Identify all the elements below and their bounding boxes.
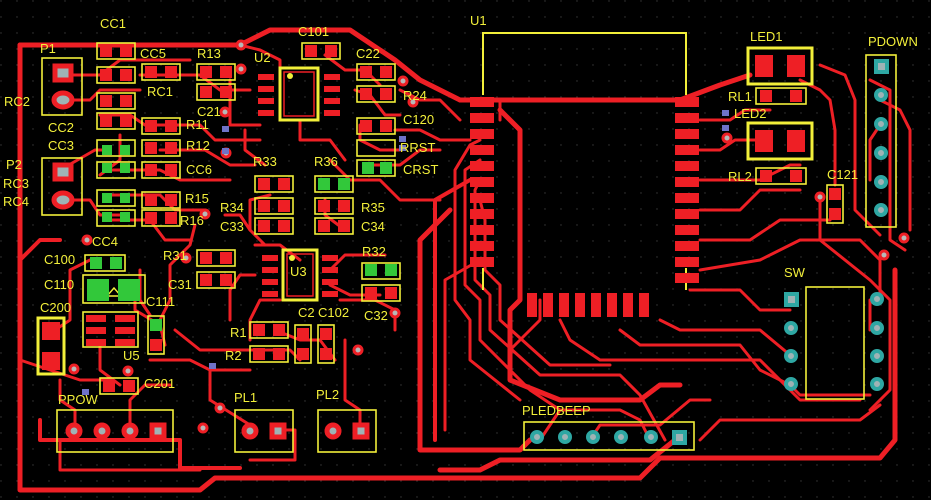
- blue-via-marks: [82, 110, 729, 395]
- label-pdown: PDOWN: [868, 34, 918, 49]
- green-pads: [87, 145, 397, 331]
- label-r34: R34: [220, 200, 244, 215]
- label-c32: C32: [364, 308, 388, 323]
- ic-bodies: [283, 71, 315, 297]
- label-c200: C200: [40, 300, 71, 315]
- label-c31: C31: [168, 277, 192, 292]
- label-p2: P2: [6, 157, 22, 172]
- label-rc2: RC2: [4, 94, 30, 109]
- label-c34: C34: [361, 219, 385, 234]
- label-c100: C100: [44, 252, 75, 267]
- label-cc4: CC4: [92, 234, 118, 249]
- label-rl2: RL2: [728, 169, 752, 184]
- highlight-outlines: [36, 46, 814, 376]
- label-c33: C33: [220, 219, 244, 234]
- label-p1: P1: [40, 41, 56, 56]
- label-rrst: RRST: [400, 140, 435, 155]
- label-cc3: CC3: [48, 138, 74, 153]
- label-c21: C21: [197, 104, 221, 119]
- label-u5: U5: [123, 348, 140, 363]
- label-r11: R11: [186, 117, 209, 132]
- label-r15: R15: [185, 191, 209, 206]
- label-pl1: PL1: [234, 390, 257, 405]
- label-c102: C102: [318, 305, 349, 320]
- label-r24: R24: [403, 88, 427, 103]
- label-u1: U1: [470, 13, 487, 28]
- copper-traces: [17, 27, 912, 493]
- label-u2: U2: [254, 50, 271, 65]
- label-c22: C22: [356, 46, 380, 61]
- label-u3: U3: [290, 264, 307, 279]
- u3-pin1-marker: [289, 255, 295, 261]
- label-r12: R12: [186, 138, 210, 153]
- label-rc4: RC4: [3, 194, 29, 209]
- label-r36: R36: [314, 154, 338, 169]
- label-c101: C101: [298, 24, 329, 39]
- label-crst: CRST: [403, 162, 438, 177]
- label-r1: R1: [230, 325, 247, 340]
- label-r31: R31: [163, 248, 187, 263]
- label-ppow: PPOW: [58, 392, 98, 407]
- label-r13: R13: [197, 46, 221, 61]
- label-c111: C111: [146, 294, 175, 309]
- label-pl2: PL2: [316, 387, 339, 402]
- label-c2: C2: [298, 305, 315, 320]
- label-c120: C120: [403, 112, 434, 127]
- label-rc1: RC1: [147, 84, 173, 99]
- label-led1: LED1: [750, 29, 783, 44]
- label-cc6: CC6: [186, 162, 212, 177]
- label-c110: C110: [44, 277, 74, 292]
- label-c121: C121: [827, 167, 858, 182]
- label-r2: R2: [225, 348, 242, 363]
- label-r16: R16: [180, 213, 204, 228]
- label-led2: LED2: [734, 106, 767, 121]
- smd-pads: [42, 45, 841, 392]
- label-cc5: CC5: [140, 46, 166, 61]
- label-cc1: CC1: [100, 16, 126, 31]
- label-rl1: RL1: [728, 89, 752, 104]
- label-c201: C201: [144, 376, 175, 391]
- u1-module: [470, 32, 699, 317]
- label-r32: R32: [362, 244, 386, 259]
- silkscreen-labels: P1 RC2 CC1 CC5 R13 U2 C101 C22 RC1 C21 R…: [3, 13, 918, 418]
- label-rc3: RC3: [3, 176, 29, 191]
- label-sw: SW: [784, 265, 806, 280]
- component-outlines: [41, 42, 897, 453]
- label-r35: R35: [361, 200, 385, 215]
- label-cc2: CC2: [48, 120, 74, 135]
- through-hole-pads: [51, 59, 889, 445]
- label-r33: R33: [253, 154, 277, 169]
- u2-pin1-marker: [287, 73, 293, 79]
- label-pledbeep: PLEDBEEP: [522, 403, 591, 418]
